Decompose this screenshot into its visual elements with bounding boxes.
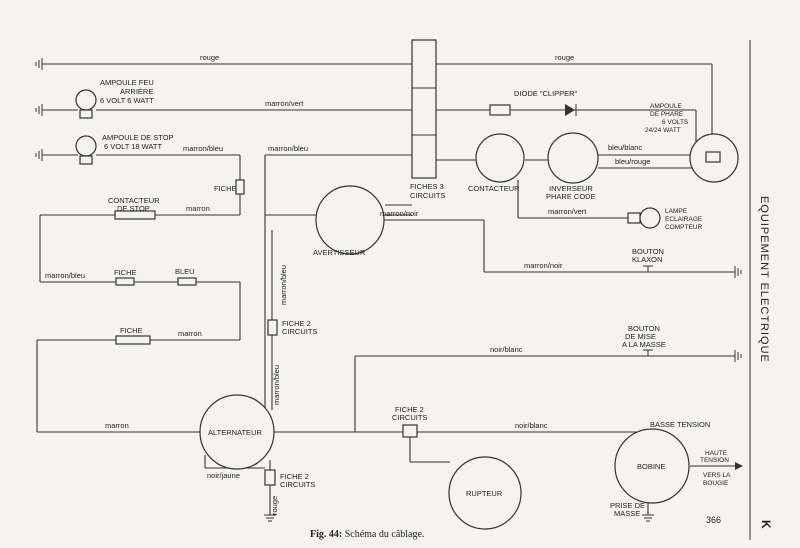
wire-label-marron-alt: marron: [105, 421, 129, 430]
label-lampe-1: LAMPE: [665, 208, 688, 215]
ampoule-stop: [75, 135, 97, 165]
avertisseur-circle: [315, 185, 385, 255]
wire-label-bleu-rouge: bleu/rouge: [615, 157, 650, 166]
wire-label-marron-noir-top: marron/noir: [380, 209, 419, 218]
wire-label-marron-bleu-vert2: marron/bleu: [272, 365, 281, 405]
contacteur-circle: [475, 133, 525, 183]
label-haute-tension-1: HAUTE: [705, 450, 728, 457]
wire-label-marron-vert: marron/vert: [265, 99, 304, 108]
wire-label-marron-mid: marron: [178, 329, 202, 338]
label-fiche-2-upper-2: CIRCUITS: [282, 327, 317, 336]
bouton-klaxon: [643, 265, 653, 272]
wire-label-bleu-blanc: bleu/blanc: [608, 143, 642, 152]
label-haute-tension-3: VERS LA: [703, 472, 731, 479]
wire-label-noir-blanc-top: noir/blanc: [490, 345, 523, 354]
label-lampe-2: ECLAIRAGE: [665, 216, 703, 223]
label-phare-4: 24/24 WATT: [645, 127, 681, 134]
label-inverseur-1: INVERSEUR: [549, 184, 593, 193]
bouton-masse: [643, 349, 653, 356]
label-prise-masse-2: MASSE: [614, 509, 640, 518]
wire-label-rouge-right: rouge: [555, 53, 574, 62]
alternateur-circle: [199, 394, 275, 470]
lampe-compteur: [627, 207, 661, 229]
label-masse-1: BOUTON: [628, 324, 660, 333]
label-masse-2: DE MISE: [625, 332, 656, 341]
label-feu-arriere-2: ARRIÈRE: [120, 87, 153, 96]
wires: [36, 63, 743, 515]
wire-label-marron-noir-klaxon: marron/noir: [524, 261, 563, 270]
figure-caption: Fig. 44: Schéma du câblage.: [310, 529, 424, 540]
label-feu-arriere-3: 6 VOLT 6 WATT: [100, 96, 154, 105]
label-phare-1: AMPOULE: [650, 103, 682, 110]
label-phare-2: DE PHARE: [650, 111, 684, 118]
label-prise-masse-1: PRISE DE: [610, 501, 645, 510]
label-phare-3: 6 VOLTS: [662, 119, 689, 126]
label-contacteur-stop-2: DE STOP: [117, 204, 150, 213]
label-klaxon-2: KLAXON: [632, 255, 662, 264]
side-title: EQUIPEMENT ELECTRIQUE: [758, 196, 770, 363]
fiche-connectors: [114, 179, 418, 486]
label-stop-1: AMPOULE DE STOP: [102, 133, 174, 142]
rupteur-circle: [448, 456, 522, 530]
fiches-3-circuits-block: [411, 39, 437, 179]
label-fiche-stop: FICHE: [214, 184, 237, 193]
wire-label-noir-jaune: noir/jaune: [207, 471, 240, 480]
label-stop-2: 6 VOLT 18 WATT: [104, 142, 162, 151]
label-avertisseur: AVERTISSEUR: [313, 248, 366, 257]
label-masse-3: A LA MASSE: [622, 340, 666, 349]
wire-label-marron-bleu-top: marron/bleu: [268, 144, 308, 153]
wire-label-rouge-vert: rouge: [270, 496, 279, 515]
label-feu-arriere-1: AMPOULE FEU: [100, 78, 154, 87]
figure-caption-prefix: Fig. 44:: [310, 529, 342, 540]
label-fiches-3-1: FICHES 3: [410, 182, 444, 191]
label-klaxon-1: BOUTON: [632, 247, 664, 256]
ampoule-phare: [689, 133, 739, 183]
label-fiche-2-mid-1: FICHE 2: [395, 405, 424, 414]
label-contacteur-stop-1: CONTACTEUR: [108, 196, 160, 205]
label-inverseur-2: PHARE CODE: [546, 192, 596, 201]
diode-clipper: [489, 104, 577, 116]
label-basse-tension: BASSE TENSION: [650, 420, 710, 429]
label-bobine: BOBINE: [637, 462, 665, 471]
wire-label-rouge-left: rouge: [200, 53, 219, 62]
wire-label-marron-bleu-vert1: marron/bleu: [279, 265, 288, 305]
side-letter: K: [759, 520, 773, 530]
label-fiche-left-1: FICHE: [114, 268, 137, 277]
label-fiches-3-2: CIRCUITS: [410, 191, 445, 200]
label-fiche-2-upper-1: FICHE 2: [282, 319, 311, 328]
wire-label-marron-stop: marron: [186, 204, 210, 213]
page-number: 366: [706, 515, 721, 525]
bobine-circle: [614, 428, 690, 504]
wire-label-marron-bleu-stop: marron/bleu: [183, 144, 223, 153]
label-contacteur: CONTACTEUR: [468, 184, 520, 193]
wire-label-marron-bleu-left: marron/bleu: [45, 271, 85, 280]
wire-label-bleu: BLEU: [175, 267, 195, 276]
label-haute-tension-4: BOUGIE: [703, 480, 729, 487]
label-fiche-2-lower-2: CIRCUITS: [280, 480, 315, 489]
label-rupteur: RUPTEUR: [466, 489, 503, 498]
ampoule-feu-arriere: [75, 89, 97, 119]
label-fiche-left-2: FICHE: [120, 326, 143, 335]
wire-label-marron-vert-lampe: marron/vert: [548, 207, 587, 216]
label-alternateur: ALTERNATEUR: [208, 428, 262, 437]
inverseur-circle: [547, 132, 599, 184]
label-haute-tension-2: TENSION: [700, 457, 729, 464]
label-diode: DIODE "CLIPPER": [514, 89, 578, 98]
figure-caption-text: Schéma du câblage.: [342, 529, 424, 540]
label-fiche-2-lower-1: FICHE 2: [280, 472, 309, 481]
wire-label-noir-blanc-bottom: noir/blanc: [515, 421, 548, 430]
label-lampe-3: COMPTEUR: [665, 224, 703, 231]
label-fiche-2-mid-2: CIRCUITS: [392, 413, 427, 422]
